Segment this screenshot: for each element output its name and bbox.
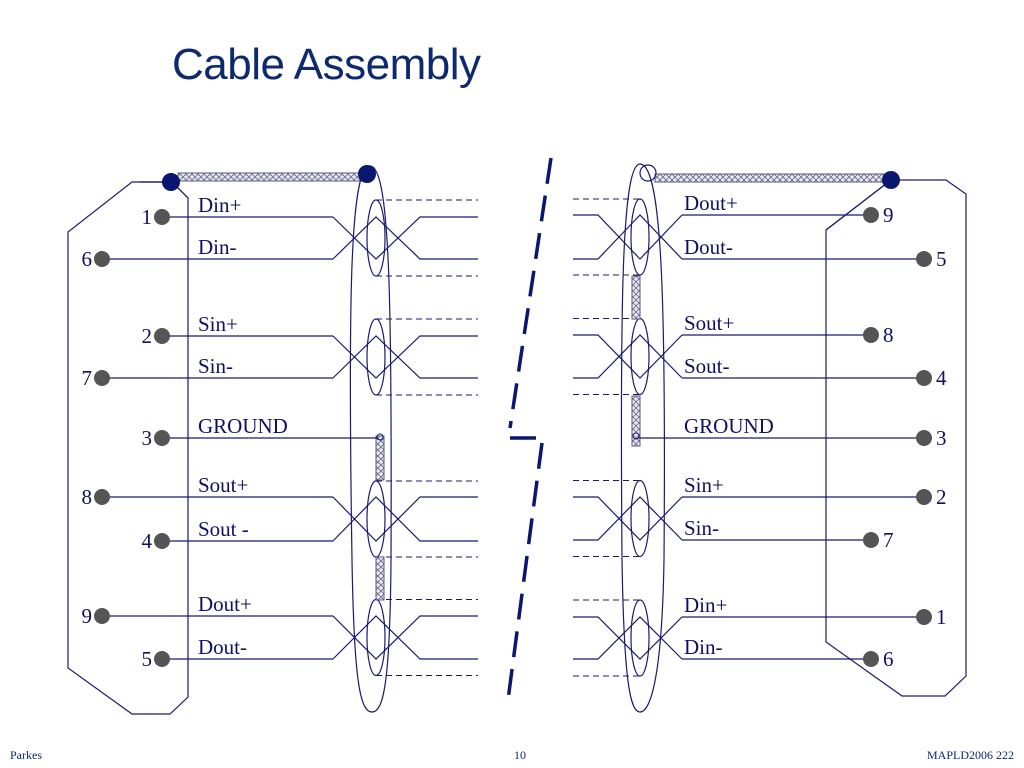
left-cable-jacket	[349, 165, 392, 713]
right-signal-label: Dout+	[684, 191, 738, 215]
right-drain-braid-2	[631, 395, 641, 447]
right-pin-number: 7	[883, 528, 894, 552]
right-pin-number: 6	[883, 647, 894, 671]
left-pin-number: 8	[82, 485, 93, 509]
right-signal-label: Sout-	[684, 354, 730, 378]
left-signal-label: Sout -	[198, 517, 249, 541]
right-twisted-pair-3	[573, 479, 683, 558]
left-pin-number: 2	[142, 324, 153, 348]
right-pin-4	[916, 370, 932, 386]
right-signal-label: Dout-	[684, 235, 733, 259]
left-pin-number: 5	[142, 647, 153, 671]
left-pin-9	[94, 608, 110, 624]
left-signal-label: Din-	[198, 235, 237, 259]
left-pin-5	[154, 651, 170, 667]
left-twisted-pair-3	[332, 480, 478, 558]
left-twisted-pair-4	[332, 598, 478, 677]
right-shield-braid	[654, 173, 892, 183]
right-twisted-pair-1	[573, 198, 683, 276]
right-pin-5	[916, 251, 932, 267]
right-twisted-pair-4	[573, 599, 683, 677]
left-shield-braid	[177, 172, 369, 182]
left-jacket-junction	[358, 165, 376, 183]
left-drain-end	[376, 433, 384, 441]
left-shield-junction	[162, 173, 180, 191]
left-pin-number: 6	[82, 247, 93, 271]
right-signal-label: Sout+	[684, 311, 734, 335]
right-twisted-pair-2	[573, 317, 683, 396]
right-pin-number: 3	[936, 426, 947, 450]
left-pin-8	[94, 489, 110, 505]
right-cable-jacket	[620, 163, 666, 713]
left-signal-label: Sin-	[198, 354, 233, 378]
right-pin-number: 1	[936, 605, 947, 629]
left-pin-6	[94, 251, 110, 267]
left-pin-7	[94, 370, 110, 386]
left-pin-number: 7	[82, 366, 93, 390]
right-pin-number: 4	[936, 366, 947, 390]
left-drain-braid-2	[375, 556, 385, 601]
right-pin-2	[916, 489, 932, 505]
right-connector-shell	[825, 179, 967, 697]
right-pin-7	[863, 532, 879, 548]
left-connector-shell	[67, 181, 189, 715]
left-signal-label: GROUND	[198, 414, 288, 438]
right-signal-label: Sin+	[684, 473, 724, 497]
right-pin-6	[863, 651, 879, 667]
right-drain-end	[632, 432, 640, 440]
slide-title: Cable Assembly	[172, 40, 481, 89]
left-pin-1	[154, 209, 170, 225]
footer-author: Parkes	[10, 748, 42, 762]
left-pin-number: 4	[142, 529, 153, 553]
left-pin-number: 3	[142, 426, 153, 450]
right-drain-braid-1	[631, 275, 641, 320]
right-signal-label: Din-	[684, 635, 723, 659]
cable-break-symbol	[506, 157, 553, 701]
right-pin-number: 9	[883, 203, 894, 227]
left-twisted-pair-2	[332, 318, 478, 396]
right-signal-label: Sin-	[684, 516, 719, 540]
right-signal-label: Din+	[684, 593, 727, 617]
left-pin-3	[154, 430, 170, 446]
left-signal-label: Dout+	[198, 592, 252, 616]
right-shield-tail	[825, 179, 892, 231]
footer-page-number: 10	[514, 748, 526, 762]
left-signal-label: Din+	[198, 193, 241, 217]
right-pin-8	[863, 327, 879, 343]
right-signal-label: GROUND	[684, 414, 774, 438]
left-signal-label: Sin+	[198, 312, 238, 336]
right-pin-number: 5	[936, 247, 947, 271]
right-shield-junction	[882, 171, 900, 189]
right-pin-9	[863, 207, 879, 223]
left-signal-label: Sout+	[198, 473, 248, 497]
left-pin-4	[154, 533, 170, 549]
left-pin-number: 1	[142, 205, 153, 229]
left-drain-braid-1	[375, 435, 385, 481]
right-pin-1	[916, 609, 932, 625]
right-jacket-drain-loop	[639, 164, 657, 182]
right-pin-3	[916, 430, 932, 446]
left-twisted-pair-1	[332, 199, 478, 277]
left-pin-number: 9	[82, 604, 93, 628]
right-pin-number: 2	[936, 485, 947, 509]
left-signal-label: Dout-	[198, 635, 247, 659]
left-pin-2	[154, 328, 170, 344]
footer-event-id: MAPLD2006 222	[926, 748, 1014, 762]
right-pin-number: 8	[883, 323, 894, 347]
